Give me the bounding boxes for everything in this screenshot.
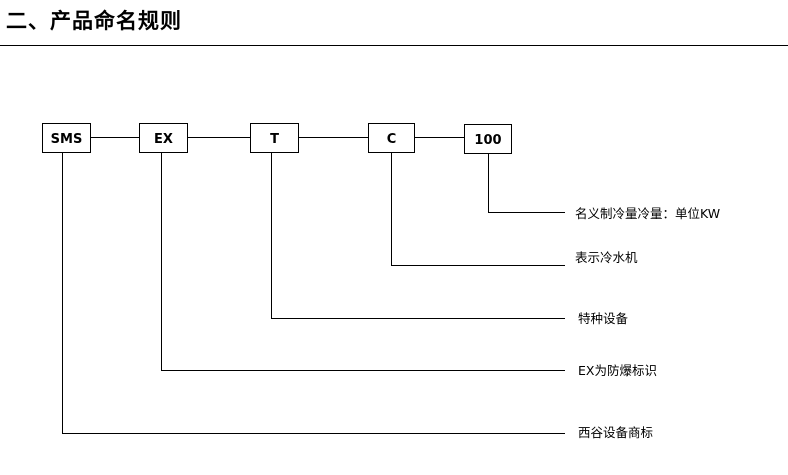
leader-t <box>271 152 565 319</box>
leader-ex <box>161 152 565 371</box>
leader-sms <box>62 152 565 434</box>
code-label: SMS <box>51 132 83 147</box>
connector-lines <box>62 137 565 434</box>
meaning-label-c: 表示冷水机 <box>575 250 638 265</box>
leader-100 <box>488 152 565 213</box>
section-heading: 二、产品命名规则 <box>6 9 182 33</box>
code-box-ex: EX <box>139 123 188 153</box>
heading-underline <box>0 45 788 46</box>
code-box-sms: SMS <box>42 123 91 153</box>
meaning-label-t: 特种设备 <box>578 311 629 326</box>
meaning-label-ex: EX为防爆标识 <box>578 363 657 378</box>
code-label: T <box>270 132 279 147</box>
code-label: EX <box>154 132 173 147</box>
code-label: 100 <box>474 133 501 148</box>
leader-c <box>391 152 565 266</box>
meaning-label-100: 名义制冷量冷量：单位KW <box>575 206 720 221</box>
code-label: C <box>387 132 397 147</box>
code-box-c: C <box>368 123 415 153</box>
meaning-label-sms: 西谷设备商标 <box>578 425 653 440</box>
code-box-t: T <box>250 123 299 153</box>
code-box-100: 100 <box>464 124 512 154</box>
